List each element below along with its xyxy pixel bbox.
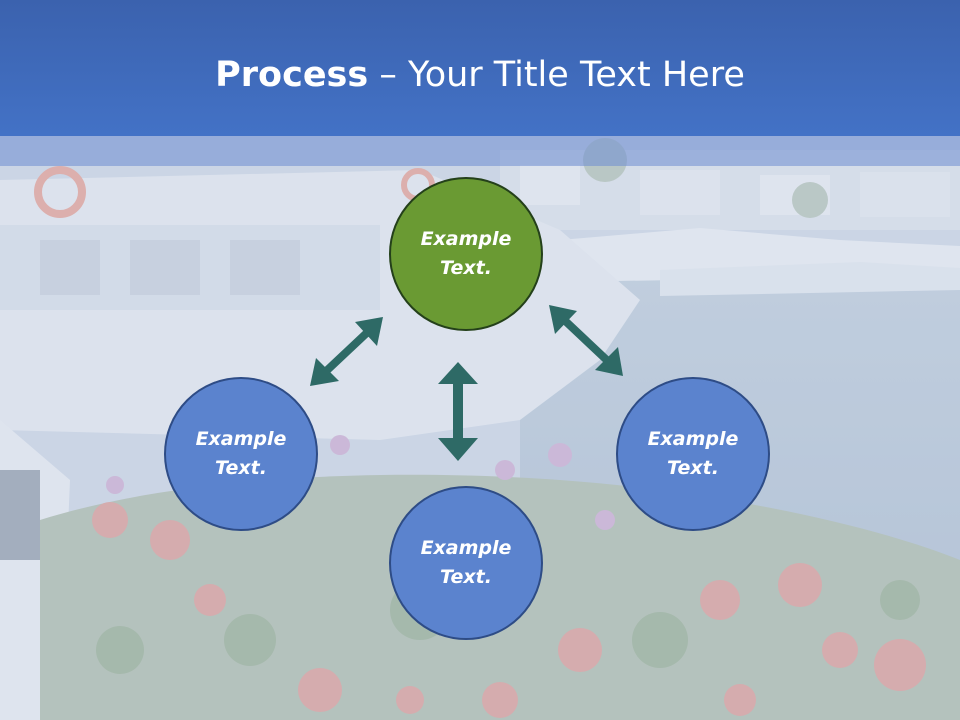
process-node-bottom: Example Text. (389, 486, 543, 640)
process-node-right: Example Text. (616, 377, 770, 531)
node-right-label: Example Text. (647, 428, 739, 479)
title-bar (0, 0, 960, 136)
node-left-label: Example Text. (195, 428, 287, 479)
arrow-vertical (438, 362, 478, 461)
node-top-label: Example Text. (420, 228, 512, 279)
arrow-top-right (549, 305, 623, 376)
process-node-top: Example Text. (389, 177, 543, 331)
title-band (0, 136, 960, 166)
title-bold: Process (215, 55, 369, 95)
node-bottom-label: Example Text. (420, 537, 512, 588)
arrow-top-left (310, 317, 383, 386)
process-node-left: Example Text. (164, 377, 318, 531)
title-rest: – Your Title Text Here (368, 55, 745, 95)
slide-title: Process – Your Title Text Here (0, 50, 960, 100)
